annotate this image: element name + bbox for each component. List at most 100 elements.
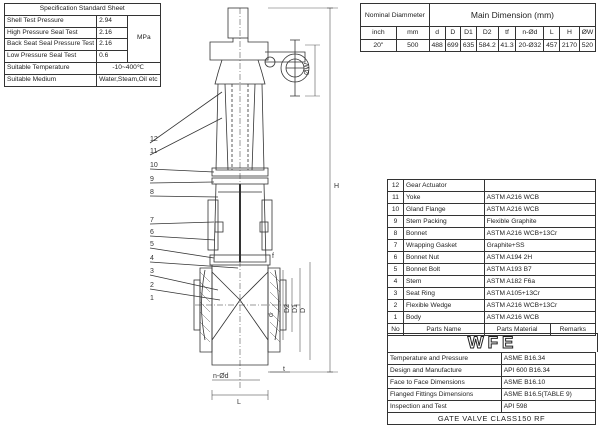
part-material: ASTM A193 B7 <box>483 263 597 276</box>
standard-label: Inspection and Test <box>387 400 502 413</box>
standard-label: Design and Manufacture <box>387 364 502 377</box>
part-no: 4 <box>387 275 404 288</box>
callout-label: 11 <box>150 148 157 155</box>
part-material: ASTM A105+13Cr <box>483 287 597 300</box>
callout-label: 8 <box>150 189 154 196</box>
company-logo: WFE <box>467 333 518 353</box>
part-no: 5 <box>387 263 404 276</box>
part-no: 11 <box>387 191 404 204</box>
dim-header: d <box>428 26 446 40</box>
dim-header: D <box>444 26 462 40</box>
part-name: Stem <box>403 275 485 288</box>
dim-label-d1: D1 <box>292 304 299 313</box>
part-name: Body <box>403 311 485 324</box>
dim-header: D2 <box>475 26 499 40</box>
part-material: ASTM A194 2H <box>483 251 597 264</box>
callout-label: 1 <box>150 295 154 302</box>
dim-header: ØW <box>578 26 597 40</box>
part-name: Gland Flange <box>403 203 485 216</box>
callout-label: 10 <box>150 162 158 169</box>
standard-value: API 598 <box>500 400 597 413</box>
dim-cell: 2170 <box>559 38 580 52</box>
part-material: ASTM A216 WCB <box>483 191 597 204</box>
dim-label-h: H <box>334 183 339 190</box>
part-name: Bonnet <box>403 227 485 240</box>
part-no: 6 <box>387 251 404 264</box>
dim-label-w: ØW <box>304 63 311 75</box>
dim-label-big-d: D <box>300 308 307 313</box>
part-name: Yoke <box>403 191 485 204</box>
callout-label: 7 <box>150 217 154 224</box>
part-name: Seat Ring <box>403 287 485 300</box>
callout-label: 4 <box>150 255 154 262</box>
part-name: Bonnet Nut <box>403 251 485 264</box>
dim-label-f: f <box>272 253 274 260</box>
callout-label: 5 <box>150 241 154 248</box>
part-material: ASTM A216 WCB+13Cr <box>483 299 597 312</box>
dim-label-nd: n-Ød <box>213 373 229 380</box>
callout-label: 3 <box>150 268 154 275</box>
part-no: 7 <box>387 239 404 252</box>
standard-label: Flanged Fittings Dimensions <box>387 388 502 401</box>
valve-drawing: 12 11 10 9 8 7 6 5 4 3 2 1 H ØW d D2 D1 … <box>149 7 339 406</box>
part-no: 9 <box>387 215 404 228</box>
part-name: Bonnet Bolt <box>403 263 485 276</box>
standard-value: ASME B16.10 <box>500 376 597 389</box>
part-name: Flexible Wedge <box>403 299 485 312</box>
dim-header: n-Ød <box>515 26 545 40</box>
part-name: Gear Actuator <box>403 179 485 192</box>
part-material <box>483 179 597 192</box>
part-material: ASTM A216 WCB <box>483 203 597 216</box>
part-material: ASTM A216 WCB+13Cr <box>483 227 597 240</box>
spec-table: Specification Standard Sheet Shell Test … <box>3 3 161 87</box>
part-material: Graphite+SS <box>483 239 597 252</box>
standard-label: Face to Face Dimensions <box>387 376 502 389</box>
callout-label: 12 <box>150 136 158 143</box>
part-material: ASTM A216 WCB <box>483 311 597 324</box>
dim-cell: 20-Ø32 <box>515 38 545 52</box>
dim-cell: 457 <box>543 38 561 52</box>
dimension-table: Nominal Diammeter Main Dimension (mm) in… <box>360 3 597 52</box>
parts-header-no: No <box>387 323 404 336</box>
part-no: 8 <box>387 227 404 240</box>
standard-value: ASME B16.5(TABLE 9) <box>500 388 597 401</box>
spec-value: 2.94 <box>96 14 129 28</box>
standard-value: ASME B16.34 <box>500 352 597 365</box>
part-material: ASTM A182 F6a <box>483 275 597 288</box>
drawing-title: GATE VALVE CLASS150 RF <box>387 412 596 425</box>
part-no: 2 <box>387 299 404 312</box>
spec-unit: MPa <box>127 14 161 63</box>
dim-cell: 500 <box>395 38 430 52</box>
part-no: 12 <box>387 179 404 192</box>
nominal-header: Nominal Diammeter <box>360 3 430 27</box>
dim-cell: 699 <box>444 38 462 52</box>
dim-cell: 584.2 <box>475 38 499 52</box>
dim-label-d2: D2 <box>284 304 291 313</box>
unit-header: mm <box>395 26 430 40</box>
spec-value: -10~400℃ <box>96 61 161 75</box>
dim-header: tf <box>497 26 517 40</box>
dim-label-t: t <box>283 366 285 373</box>
part-no: 3 <box>387 287 404 300</box>
dim-header: H <box>559 26 580 40</box>
dim-cell: 41.3 <box>497 38 517 52</box>
part-name: Stem Packing <box>403 215 485 228</box>
callout-label: 2 <box>150 282 154 289</box>
part-no: 10 <box>387 203 404 216</box>
callout-label: 9 <box>150 176 154 183</box>
spec-value: Water,Steam,Oil etc <box>96 73 161 87</box>
callout-label: 6 <box>150 229 154 236</box>
standard-value: API 600 B16.34 <box>500 364 597 377</box>
dim-cell: 635 <box>460 38 477 52</box>
standard-label: Temperature and Pressure <box>387 352 502 365</box>
dim-header: L <box>543 26 561 40</box>
dim-label-d: d <box>268 313 275 317</box>
dim-cell: 520 <box>578 38 597 52</box>
part-no: 1 <box>387 311 404 324</box>
logo-box: WFE <box>387 333 598 353</box>
main-dimension-header: Main Dimension (mm) <box>428 3 597 27</box>
part-material: Flexible Graphite <box>483 215 597 228</box>
dim-label-l: L <box>237 399 241 406</box>
